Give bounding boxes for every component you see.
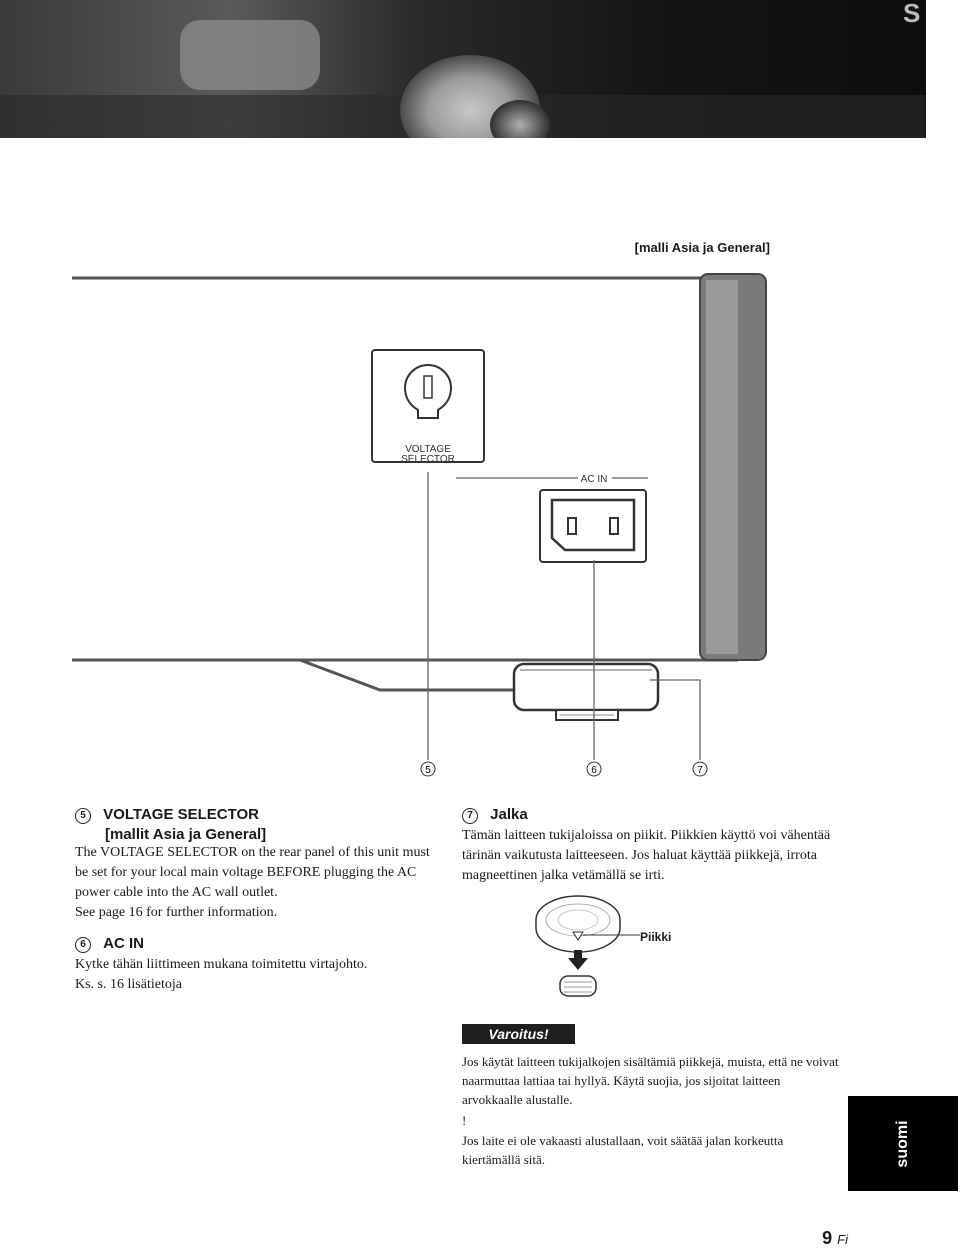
item-6-heading: 6 AC IN — [75, 935, 445, 953]
voltage-selector-label-2: SELECTOR — [401, 454, 455, 465]
svg-text:7: 7 — [697, 765, 703, 776]
svg-text:5: 5 — [425, 765, 431, 776]
page-number: 9 Fi — [822, 1228, 848, 1249]
svg-text:6: 6 — [591, 765, 597, 776]
ac-in-label: AC IN — [581, 474, 608, 485]
language-tab: suomi — [848, 1096, 958, 1191]
page-language-code: Fi — [837, 1232, 848, 1247]
spike-label: Piikki — [640, 930, 672, 944]
callout-5: 5 — [420, 761, 436, 777]
rear-panel-diagram: VOLTAGE SELECTOR AC IN 5 6 7 — [72, 273, 767, 777]
spike-illustration — [535, 895, 640, 997]
model-label: [malli Asia ja General] — [634, 240, 770, 255]
callout-6: 6 — [586, 761, 602, 777]
left-column: 5 VOLTAGE SELECTOR [mallit Asia ja Gener… — [75, 806, 445, 995]
item-6-text: Kytke tähän liittimeen mukana toimitettu… — [75, 957, 368, 972]
item-6-title: AC IN — [103, 935, 145, 952]
item-5-text2: See page 16 for further information. — [75, 905, 278, 920]
warning-heading: Varoitus! — [462, 1024, 575, 1044]
item-6-text2: Ks. s. 16 lisätietoja — [75, 977, 182, 992]
callout-7: 7 — [692, 761, 708, 777]
note-text: Jos laite ei ole vakaasti alustallaan, v… — [462, 1133, 784, 1167]
voltage-selector-label-1: VOLTAGE — [405, 444, 451, 455]
note-mark: ! — [462, 1113, 467, 1128]
item-5-title: VOLTAGE SELECTOR — [103, 806, 260, 823]
item-7-number: 7 — [462, 808, 478, 824]
item-5-subtitle: [mallit Asia ja General] — [105, 826, 267, 843]
language-tab-label: suomi — [894, 1120, 911, 1168]
page-number-value: 9 — [822, 1228, 833, 1248]
item-6-number: 6 — [75, 937, 91, 953]
item-5-heading: 5 VOLTAGE SELECTOR — [75, 806, 445, 824]
svg-text:S: S — [903, 0, 920, 28]
voltage-selector-switch — [371, 349, 485, 463]
right-column: 7 Jalka Tämän laitteen tukijaloissa on p… — [462, 806, 842, 886]
item-7-heading: 7 Jalka — [462, 806, 842, 824]
warning-text: Jos käytät laitteen tukijalkojen sisältä… — [462, 1054, 839, 1107]
foot — [512, 662, 660, 721]
header-photo-banner: S — [0, 0, 926, 138]
item-5-number: 5 — [75, 808, 91, 824]
item-7-title: Jalka — [490, 806, 528, 823]
item-5-text: The VOLTAGE SELECTOR on the rear panel o… — [75, 845, 430, 900]
item-7-text: Tämän laitteen tukijaloissa on piikit. P… — [462, 828, 831, 883]
ac-in-socket — [539, 489, 647, 563]
